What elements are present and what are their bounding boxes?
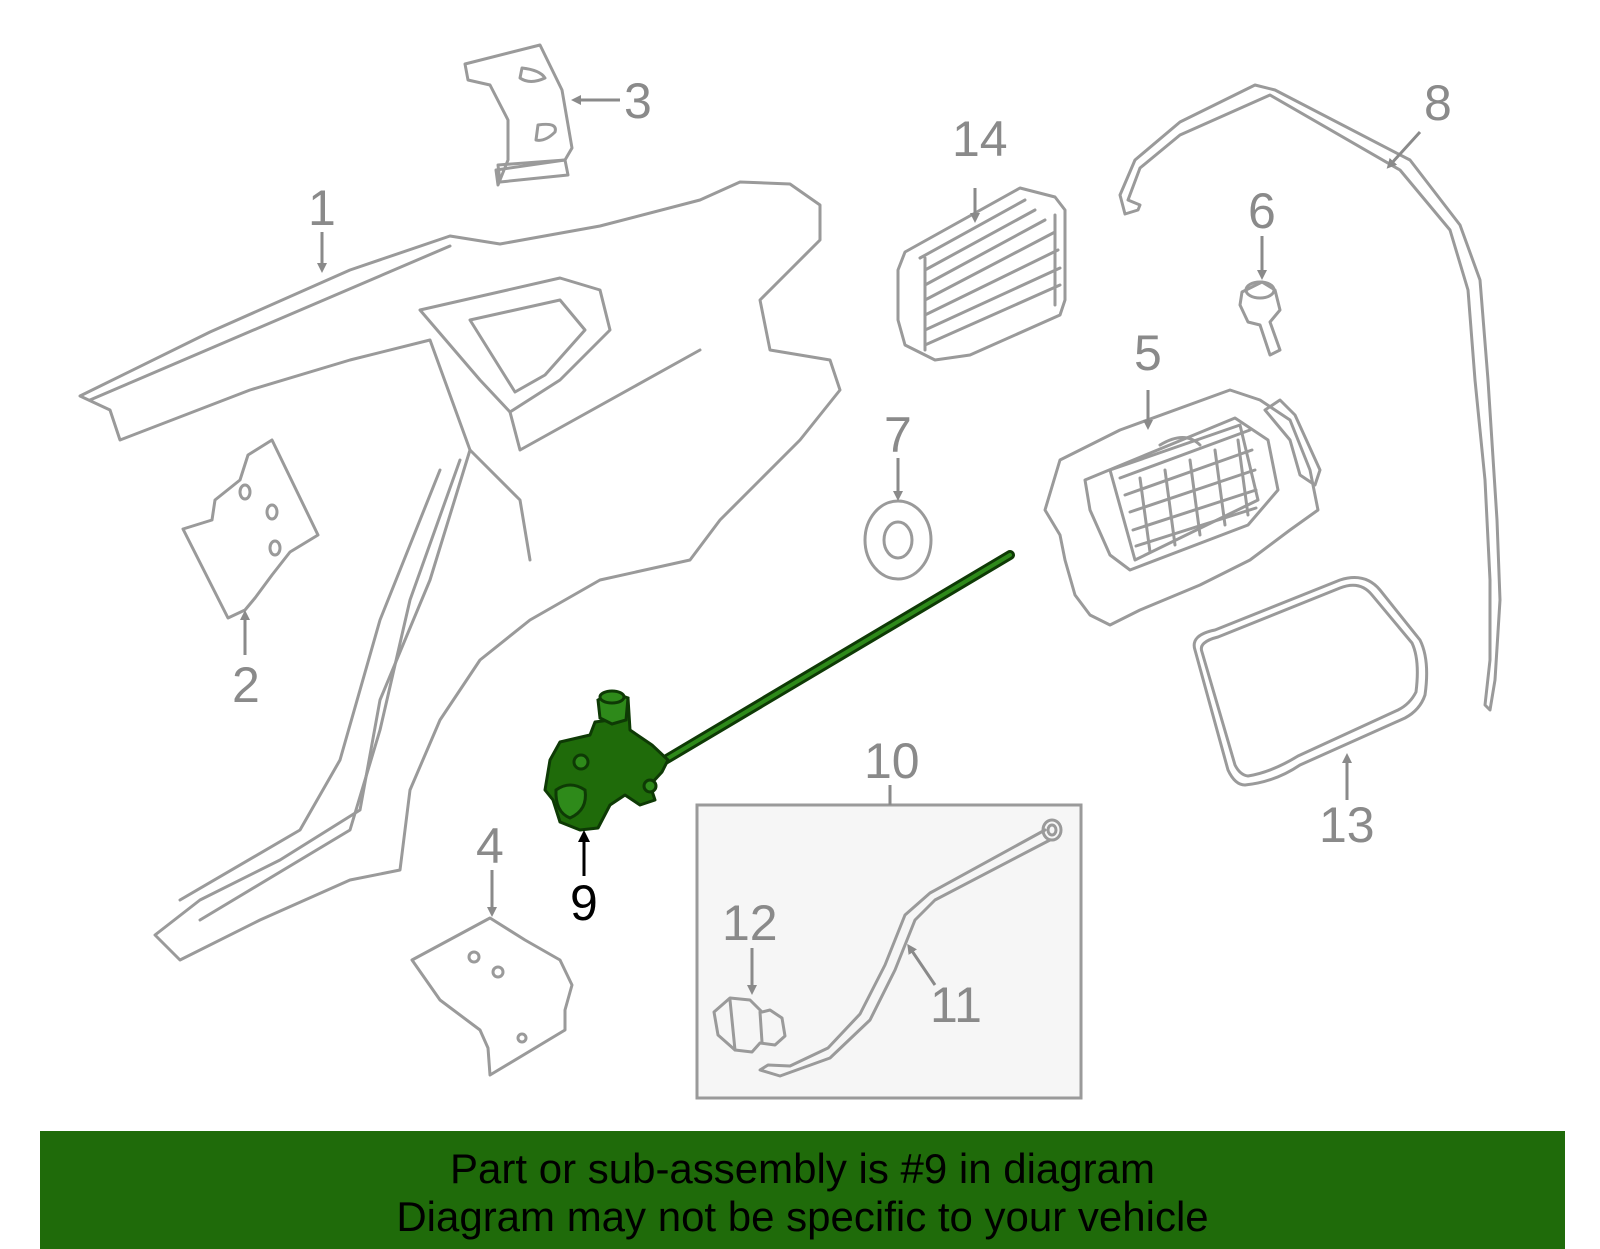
label-6: 6 [1248,183,1276,239]
part-12-fastener [712,996,787,1054]
part-7-grommet [863,499,933,581]
arrow-8 [1386,130,1422,169]
label-10: 10 [864,733,920,789]
label-9: 9 [570,875,598,931]
label-2: 2 [232,657,260,713]
part-11-release-cable [758,818,1063,1078]
label-5: 5 [1134,325,1162,381]
label-7: 7 [884,407,912,463]
banner-line-2: Diagram may not be specific to your vehi… [396,1193,1209,1240]
label-13: 13 [1319,797,1375,853]
part-8-seal-strip [1118,83,1502,712]
part-9-actuator [543,550,1015,832]
banner-line-1: Part or sub-assembly is #9 in diagram [450,1145,1155,1192]
part-2-bracket [181,438,320,620]
part-14-vent [896,186,1067,362]
part-4-lower-bracket [410,916,574,1077]
label-1: 1 [308,180,336,236]
part-6-plug [1238,280,1282,357]
label-3: 3 [624,73,652,129]
label-11: 11 [930,977,982,1033]
part-1-quarter-panel [78,180,842,962]
part-3-upper-bracket [463,43,574,187]
label-12: 12 [722,895,778,951]
arrow-11 [907,943,937,986]
label-14: 14 [952,111,1008,167]
label-4: 4 [476,818,504,874]
label-8: 8 [1424,75,1452,131]
info-banner: Part or sub-assembly is #9 in diagram Di… [40,1131,1565,1249]
part-13-fuel-door [1192,576,1429,787]
part-5-fuel-door-housing [1043,388,1322,627]
